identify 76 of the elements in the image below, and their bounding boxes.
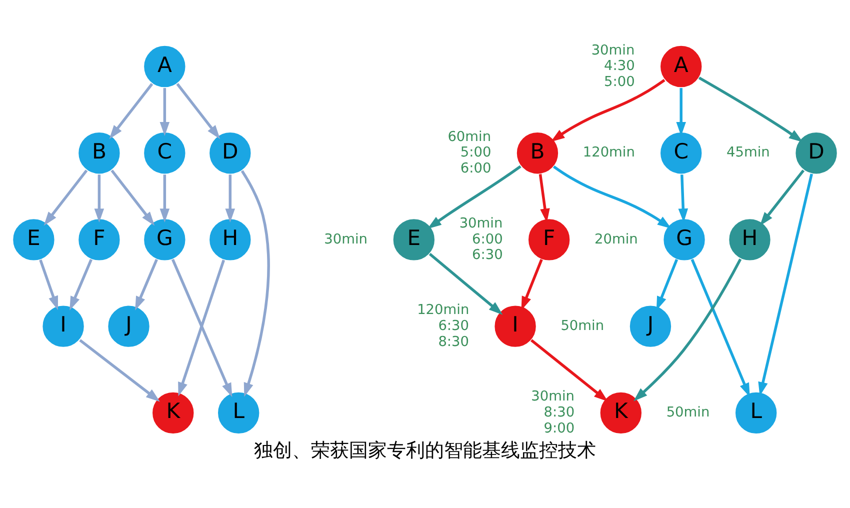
node-circle: L (734, 390, 778, 434)
arrow (690, 258, 750, 397)
arrow (656, 258, 678, 310)
node-label: 30min (531, 388, 574, 404)
caption: 独创、荣获国家专利的智能基线监控技术 (254, 439, 596, 462)
arrow (160, 88, 170, 136)
arrow (634, 258, 742, 401)
arrow (427, 164, 522, 228)
node-label: 30min (591, 42, 635, 58)
node-circle: A (143, 44, 186, 88)
node-label: 8:30 (438, 333, 470, 350)
arrow (110, 169, 155, 226)
node-label: 60min (448, 128, 492, 144)
arrow (160, 174, 170, 222)
arrow (79, 338, 160, 402)
node-circle: H (728, 218, 772, 261)
node-label: 4:30 (604, 58, 635, 74)
node-label: 8:30 (544, 404, 575, 420)
node-circle: B (516, 130, 560, 174)
arrow (676, 88, 686, 136)
arrow (109, 82, 154, 139)
node-circle: L (216, 390, 260, 434)
node-label: 50min (666, 404, 710, 420)
arrow (240, 170, 270, 396)
arrow (94, 174, 104, 222)
arrow (530, 338, 608, 401)
node-circle: E (392, 218, 436, 261)
arrow (678, 174, 688, 222)
arrow (176, 82, 220, 139)
node-circle: B (78, 130, 121, 174)
arrow (39, 258, 58, 310)
arrow (538, 174, 550, 222)
node-circle: G (143, 218, 186, 261)
node-label: 9:00 (544, 420, 575, 436)
node-circle: I (42, 304, 85, 348)
node-circle: F (527, 218, 571, 261)
node-circle: K (599, 390, 643, 434)
node-label: 5:00 (460, 144, 492, 160)
arrow (178, 259, 226, 396)
node-circle: E (12, 218, 56, 261)
node-circle: C (659, 130, 703, 174)
arrow (428, 252, 503, 314)
node-circle: J (628, 304, 672, 348)
arrow (758, 173, 813, 396)
node-circle: F (78, 218, 121, 261)
node-label: 6:00 (472, 230, 503, 247)
node-label: 120min (582, 144, 635, 160)
node-circle: A (659, 44, 703, 88)
arrow (521, 258, 543, 310)
arrow (171, 258, 232, 397)
node-label: 6:00 (460, 160, 492, 176)
arrow (550, 78, 666, 142)
arrow (698, 76, 803, 142)
node-label: 20min (594, 230, 638, 247)
node-circle: H (208, 218, 252, 261)
node-circle: J (107, 304, 150, 348)
node-label: 45min (726, 144, 770, 160)
node-circle: G (662, 218, 706, 261)
node-circle: D (208, 130, 252, 174)
node-label: 6:30 (438, 317, 470, 334)
node-label: 50min (560, 317, 604, 334)
node-label: 120min (417, 302, 470, 318)
node-label: 6:30 (472, 246, 503, 263)
node-circle: I (494, 304, 537, 348)
node-circle: C (143, 130, 186, 174)
arrow (44, 169, 88, 226)
arrow (135, 258, 158, 310)
node-label: 30min (324, 230, 368, 247)
node-label: 5:00 (604, 73, 635, 90)
node-circle: D (794, 130, 838, 174)
arrow (225, 174, 236, 222)
node-label: 30min (459, 214, 503, 231)
arrow (552, 164, 672, 228)
arrow (70, 258, 92, 310)
node-circle: K (151, 390, 195, 434)
arrow (760, 169, 805, 226)
